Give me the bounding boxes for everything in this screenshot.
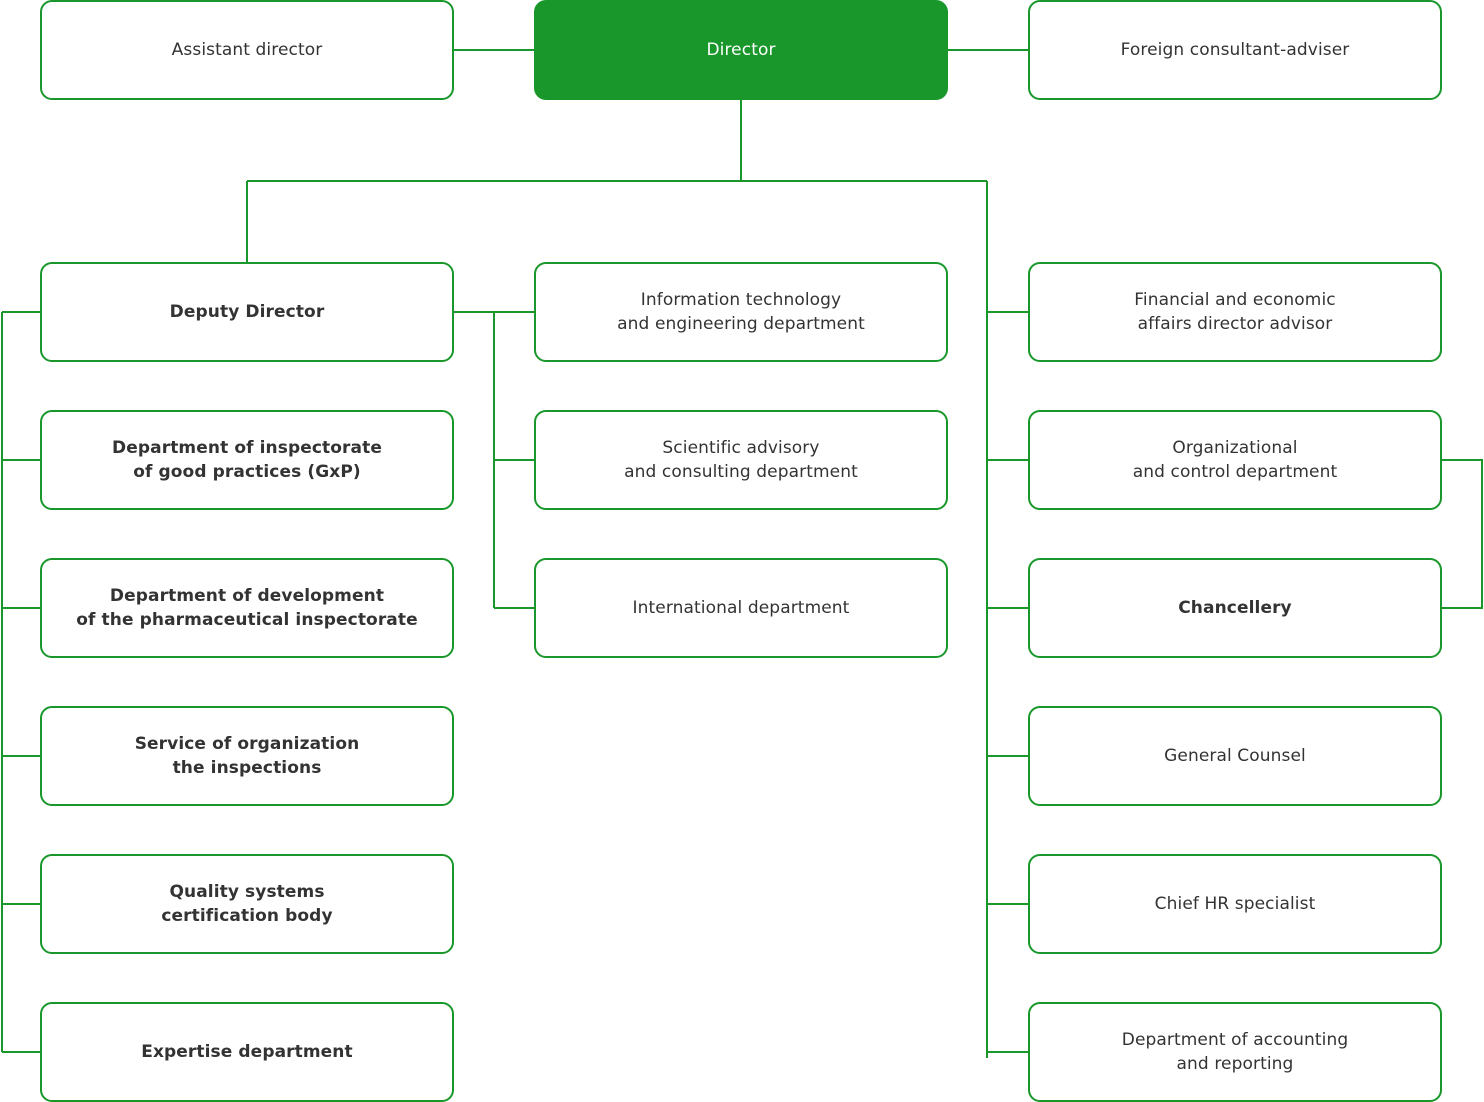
node-scientific-advisory: Scientific advisory and consulting depar… [534,410,948,510]
node-chief-hr: Chief HR specialist [1028,854,1442,954]
node-assistant-director: Assistant director [40,0,454,100]
node-it-engineering: Information technology and engineering d… [534,262,948,362]
node-inspection-service: Service of organization the inspections [40,706,454,806]
node-financial-advisor: Financial and economic affairs director … [1028,262,1442,362]
node-deputy-director: Deputy Director [40,262,454,362]
node-accounting-reporting: Department of accounting and reporting [1028,1002,1442,1102]
node-foreign-consultant: Foreign consultant-adviser [1028,0,1442,100]
node-expertise-department: Expertise department [40,1002,454,1102]
connector-org-control-chancellery [1442,459,1483,609]
node-gxp-department: Department of inspectorate of good pract… [40,410,454,510]
node-general-counsel: General Counsel [1028,706,1442,806]
node-director: Director [534,0,948,100]
node-international-department: International department [534,558,948,658]
node-chancellery: Chancellery [1028,558,1442,658]
node-pharma-inspectorate-development: Department of development of the pharmac… [40,558,454,658]
node-organizational-control: Organizational and control department [1028,410,1442,510]
node-quality-certification: Quality systems certification body [40,854,454,954]
